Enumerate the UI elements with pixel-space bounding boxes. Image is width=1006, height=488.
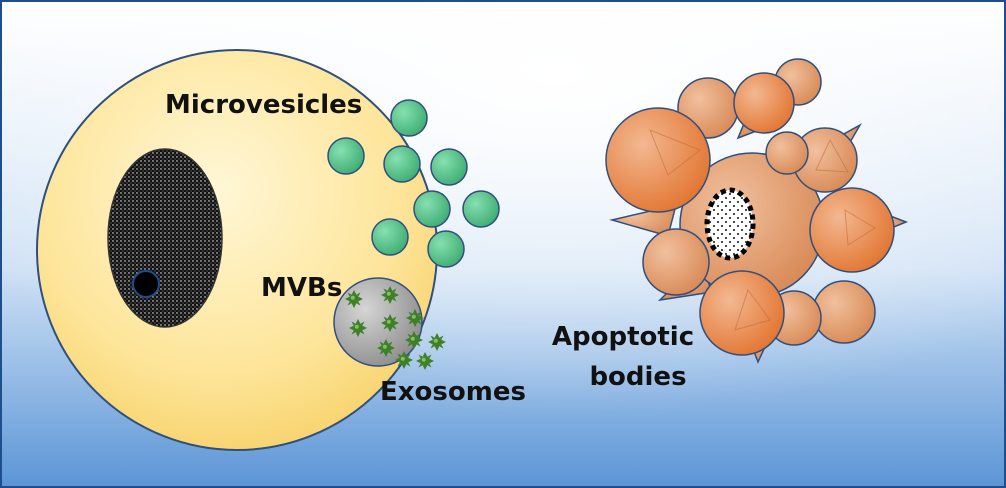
label-mvbs: MVBs <box>261 273 342 303</box>
fragment-outline <box>649 129 701 176</box>
label-apoptotic-line2: bodies <box>589 362 686 392</box>
exosome <box>377 339 395 357</box>
exosome <box>395 351 413 369</box>
apoptotic-body <box>812 280 876 344</box>
exosome <box>349 319 367 337</box>
apoptotic-body <box>765 131 809 175</box>
apoptotic-body <box>699 270 785 356</box>
fragment-outlines <box>649 129 876 331</box>
exosome <box>428 333 446 351</box>
apoptotic-cell-group <box>605 58 909 364</box>
apoptotic-body <box>809 187 895 273</box>
fragment-outline <box>815 138 849 173</box>
microvesicle <box>383 145 421 183</box>
nucleolus <box>132 270 160 298</box>
microvesicle <box>327 137 365 175</box>
exosome <box>345 290 363 308</box>
exosome <box>416 352 434 370</box>
fragment-outline <box>734 288 771 331</box>
apoptotic-spike <box>609 203 678 237</box>
microvesicle <box>390 99 428 137</box>
microvesicle <box>430 148 468 186</box>
exosome <box>381 314 399 332</box>
microvesicle <box>462 190 500 228</box>
microvesicle <box>371 218 409 256</box>
apoptotic-body <box>642 228 710 296</box>
apoptotic-body <box>733 72 795 134</box>
microvesicles-group <box>327 99 500 268</box>
microvesicle <box>427 230 465 268</box>
exosome <box>405 331 423 349</box>
microvesicle <box>413 190 451 228</box>
label-microvesicles: Microvesicles <box>165 90 362 120</box>
nucleus <box>107 148 223 328</box>
multivesicular-body <box>333 277 423 367</box>
apoptotic-body <box>605 107 711 213</box>
fragment-outline <box>844 209 876 246</box>
label-exosomes: Exosomes <box>380 377 526 407</box>
apoptotic-nucleus <box>704 187 756 261</box>
exosome <box>406 309 424 327</box>
label-apoptotic-line1: Apoptotic <box>552 322 694 352</box>
exosome <box>381 286 399 304</box>
